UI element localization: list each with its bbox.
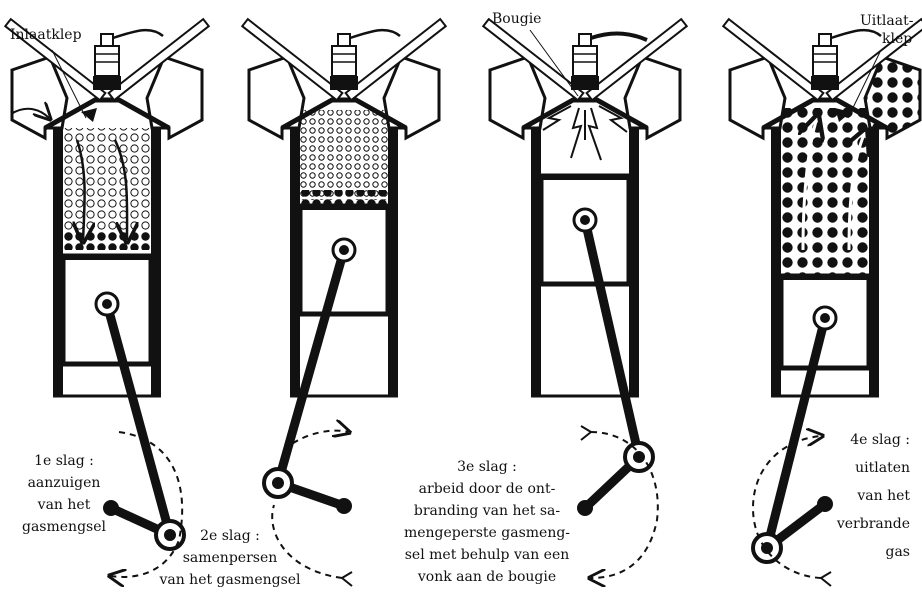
stroke-4-caption: 4e slag : uitlaten van het verbrande gas: [800, 426, 910, 566]
caption-line: 3e slag :: [382, 456, 592, 478]
caption-line: gasmengsel: [0, 516, 128, 538]
bougie-label: Bougie: [492, 10, 541, 29]
caption-line: vonk aan de bougie: [382, 566, 592, 588]
uitlaatklep-label-line1: Uitlaat-: [860, 12, 913, 31]
caption-line: 4e slag :: [800, 426, 910, 454]
caption-line: aanzuigen: [0, 472, 128, 494]
uitlaatklep-label-line2: klep: [882, 30, 912, 49]
caption-line: gas: [800, 538, 910, 566]
caption-line: van het: [800, 482, 910, 510]
stroke-3-caption: 3e slag : arbeid door de ont- branding v…: [382, 456, 592, 588]
caption-line: 2e slag :: [148, 525, 312, 547]
caption-line: van het: [0, 494, 128, 516]
caption-line: branding van het sa-: [382, 500, 592, 522]
stroke-2-caption: 2e slag : samenpersen van het gasmengsel: [148, 525, 312, 591]
caption-line: uitlaten: [800, 454, 910, 482]
crank: [264, 469, 352, 514]
caption-line: 1e slag :: [0, 450, 128, 472]
caption-line: samenpersen: [148, 547, 312, 569]
spark-icon: [543, 106, 627, 160]
caption-line: verbrande: [800, 510, 910, 538]
caption-line: sel met behulp van een: [382, 544, 592, 566]
caption-line: van het gasmengsel: [148, 569, 312, 591]
inlaatklep-label: Inlaatklep: [10, 26, 82, 45]
stroke-1-caption: 1e slag : aanzuigen van het gasmengsel: [0, 450, 128, 538]
caption-line: mengeperste gasmeng-: [382, 522, 592, 544]
caption-line: arbeid door de ont-: [382, 478, 592, 500]
